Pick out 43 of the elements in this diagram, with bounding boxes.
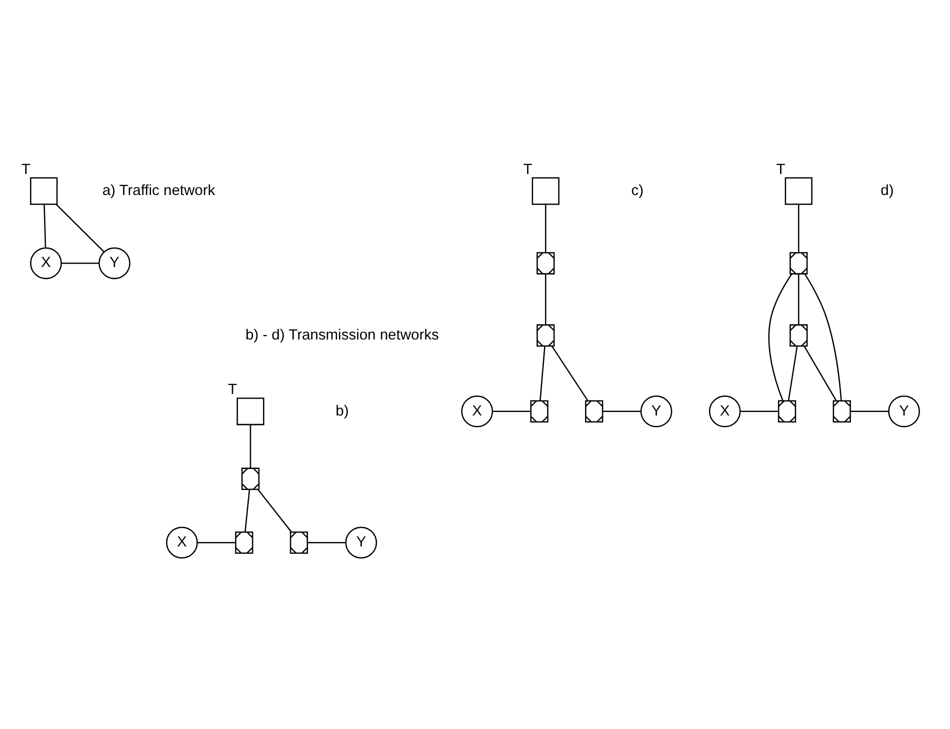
connector — [492, 410, 531, 412]
connector — [798, 274, 800, 324]
node-label: T — [776, 161, 786, 178]
connector — [551, 345, 588, 400]
connector — [798, 204, 800, 252]
node-box — [532, 176, 560, 204]
connector — [308, 542, 346, 543]
node-circle: X — [166, 526, 198, 558]
connector — [244, 488, 250, 532]
connector — [788, 346, 798, 400]
node-box — [30, 176, 58, 204]
connector — [850, 410, 889, 412]
node-circle: Y — [345, 526, 378, 558]
node-circle: X — [461, 394, 494, 427]
connector — [250, 424, 252, 468]
node-box — [784, 176, 812, 204]
connector — [804, 273, 842, 400]
connector — [197, 542, 236, 543]
connector — [545, 204, 546, 252]
connector — [56, 203, 105, 252]
connector — [804, 345, 837, 400]
node-circle: X — [708, 394, 741, 427]
connector — [545, 274, 546, 324]
connector — [602, 410, 641, 412]
connector — [44, 204, 46, 248]
label: b) - d) Transmission networks — [245, 326, 439, 343]
connector — [740, 410, 778, 412]
node-circle: Y — [98, 246, 130, 279]
label: b) — [336, 402, 349, 419]
connector — [258, 488, 292, 532]
connector — [768, 273, 792, 400]
node-circle: Y — [640, 394, 672, 427]
connector — [540, 346, 546, 400]
node-circle: X — [30, 246, 62, 279]
label: c) — [631, 182, 644, 198]
node-label: T — [523, 161, 532, 178]
node-circle: Y — [888, 394, 920, 427]
label: d) — [880, 182, 894, 198]
label: a) Traffic network — [102, 182, 216, 198]
node-box — [236, 397, 264, 425]
node-label: T — [228, 382, 238, 398]
node-label: T — [21, 161, 30, 178]
connector — [61, 262, 100, 264]
